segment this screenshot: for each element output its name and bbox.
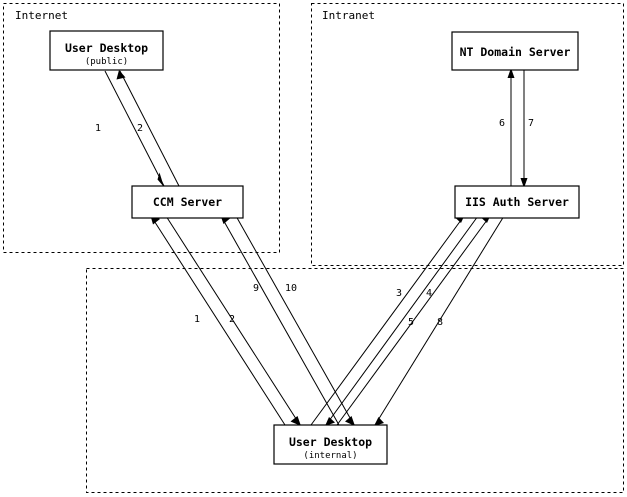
step-label-2-bottom: 2 (229, 314, 235, 325)
flow-line-2-bottom (165, 215, 301, 426)
arrow-head-1-top (157, 172, 164, 187)
step-label-8: 8 (437, 317, 443, 328)
step-label-10: 10 (285, 283, 297, 294)
node-iis-auth-server[interactable]: IIS Auth Server (454, 185, 580, 219)
node-ccm-server-box[interactable] (131, 185, 244, 219)
zone-intranet-boundary (311, 3, 624, 266)
flow-line-3 (310, 215, 465, 426)
node-user-desktop-internal-box[interactable] (273, 424, 388, 465)
zone-label-internet: Internet (15, 9, 68, 22)
flow-line-1-top (104, 70, 165, 187)
arrow-head-10 (345, 416, 355, 426)
flow-line-4 (325, 215, 479, 426)
arrow-head-8 (374, 417, 384, 426)
node-user-desktop-public-sublabel: (public) (85, 57, 128, 67)
node-user-desktop-public[interactable]: User Desktop (public) (49, 30, 164, 71)
arrow-head-2-top (116, 70, 126, 80)
step-label-1-top: 1 (95, 123, 101, 134)
node-nt-domain-server[interactable]: NT Domain Server (451, 31, 579, 71)
node-nt-domain-server-box[interactable] (451, 31, 579, 71)
node-ccm-server[interactable]: CCM Server (131, 185, 244, 219)
node-user-desktop-internal-label: User Desktop (289, 435, 372, 449)
arrow-head-7 (520, 178, 528, 188)
arrow-head-4 (325, 417, 335, 426)
zone-internet-boundary (3, 3, 280, 253)
arrow-head-2-bottom (290, 416, 301, 426)
flow-line-5 (336, 215, 491, 426)
node-user-desktop-internal[interactable]: User Desktop (internal) (273, 424, 388, 465)
step-label-6: 6 (499, 118, 505, 129)
flow-line-1-bottom (150, 215, 286, 426)
step-label-1-bottom: 1 (194, 314, 200, 325)
node-user-desktop-public-box[interactable] (49, 30, 164, 71)
zone-label-intranet: Intranet (322, 9, 375, 22)
zone-bottom-boundary (86, 268, 624, 493)
flow-line-2-top (119, 70, 180, 187)
step-label-9: 9 (253, 283, 259, 294)
flow-line-10 (235, 215, 355, 426)
arrow-head-6 (507, 68, 515, 78)
node-iis-auth-server-label: IIS Auth Server (465, 195, 569, 209)
node-user-desktop-public-label: User Desktop (65, 41, 148, 55)
step-label-4: 4 (426, 288, 432, 299)
step-label-7: 7 (528, 118, 534, 129)
node-iis-auth-server-box[interactable] (454, 185, 580, 219)
node-user-desktop-internal-sublabel: (internal) (303, 451, 357, 461)
node-ccm-server-label: CCM Server (153, 195, 222, 209)
step-label-2-top: 2 (137, 123, 143, 134)
flow-line-9 (220, 215, 340, 426)
step-label-3: 3 (396, 288, 402, 299)
node-nt-domain-server-label: NT Domain Server (460, 45, 571, 59)
flow-line-8 (374, 215, 505, 426)
step-label-5: 5 (408, 317, 414, 328)
